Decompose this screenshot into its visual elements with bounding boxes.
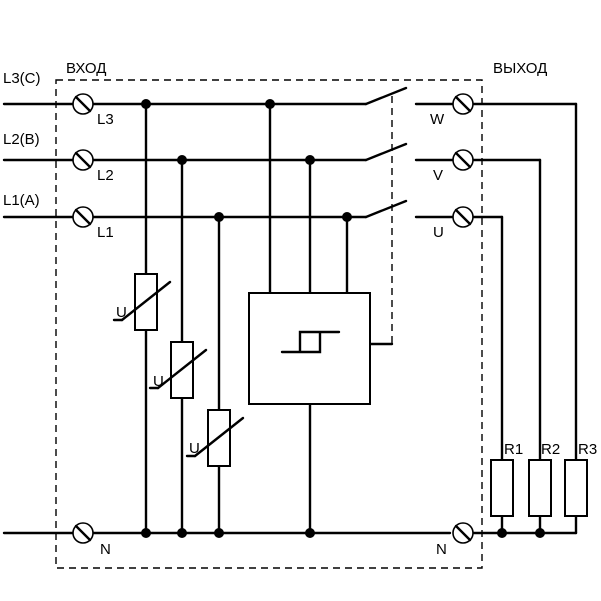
control-unit-wires <box>268 102 394 535</box>
output-title: ВЫХОД <box>493 60 547 77</box>
load-label-r3: R3 <box>578 441 597 458</box>
junction-dots <box>141 99 545 538</box>
control-unit-block <box>248 292 371 405</box>
output-neutral-label: N <box>436 541 447 558</box>
input-neutral-label: N <box>100 541 111 558</box>
input-terminal-label-l1: L1 <box>97 224 114 241</box>
output-terminal-label-w: W <box>430 111 445 128</box>
output-wires <box>472 102 578 535</box>
hysteresis-icon <box>280 330 341 354</box>
input-terminals <box>72 93 94 544</box>
input-terminal-label-l2: L2 <box>97 167 114 184</box>
varistor-1 <box>112 273 172 331</box>
input-phase-label-l2: L2(B) <box>3 131 40 148</box>
output-terminals <box>452 93 474 544</box>
input-title: ВХОД <box>66 60 106 77</box>
output-terminal-label-v: V <box>433 167 443 184</box>
input-phase-label-l1: L1(A) <box>3 192 40 209</box>
input-terminal-label-l3: L3 <box>97 111 114 128</box>
output-terminal-label-u: U <box>433 224 444 241</box>
input-phase-label-l3: L3(C) <box>3 70 41 87</box>
load-resistors <box>490 459 588 517</box>
varistor-3-label: U <box>189 440 200 457</box>
varistor-1-label: U <box>116 304 127 321</box>
load-label-r1: R1 <box>504 441 523 458</box>
enclosure-dashed-border <box>55 79 483 569</box>
input-phase-wires <box>2 102 452 535</box>
varistor-2 <box>148 341 208 399</box>
three-pole-switch <box>364 86 454 344</box>
load-label-r2: R2 <box>541 441 560 458</box>
varistor-3 <box>185 409 245 467</box>
varistor-2-label: U <box>153 373 164 390</box>
